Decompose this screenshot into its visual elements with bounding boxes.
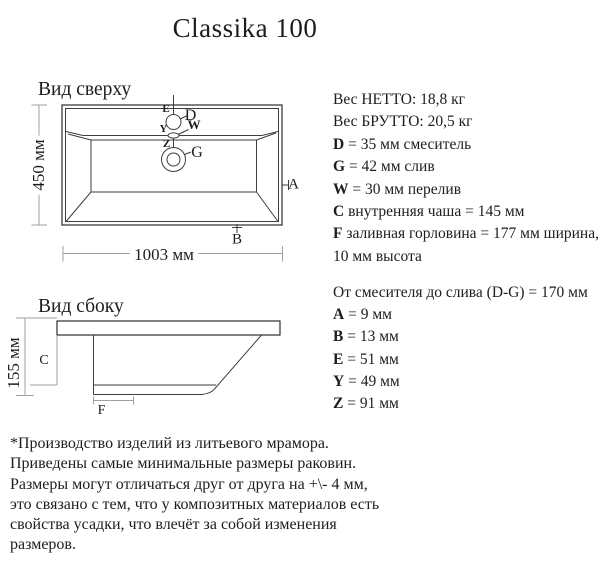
spec-line: Y = 49 мм bbox=[333, 372, 400, 390]
mark-f-label: F bbox=[97, 402, 106, 418]
top-view-width-dimension: 1003 мм bbox=[130, 245, 198, 265]
mark-b-label: B bbox=[231, 231, 243, 247]
spec-line: Вес НЕТТО: 18,8 кг bbox=[333, 91, 466, 108]
footnote: *Производство изделий из литьевого мрамо… bbox=[10, 435, 380, 554]
spec-line: G = 42 мм слив bbox=[333, 158, 435, 176]
side-view-label: Вид сбоку bbox=[38, 296, 124, 317]
top-view-label: Вид сверху bbox=[38, 79, 132, 100]
specs-primary-list: Вес НЕТТО: 18,8 кг Вес БРУТТО: 20,5 кг D… bbox=[333, 89, 599, 268]
spec-line: От смесителя до слива (D-G) = 170 мм bbox=[333, 284, 588, 301]
mark-z-label: Z bbox=[162, 137, 171, 150]
mark-d-label: D bbox=[184, 106, 197, 124]
spec-line: C внутренняя чаша = 145 мм bbox=[333, 203, 525, 221]
top-view-drawing bbox=[31, 95, 289, 262]
mark-c-label: C bbox=[39, 353, 49, 368]
spec-line: 10 мм высота bbox=[333, 247, 422, 265]
mark-w-label: W bbox=[187, 117, 201, 132]
spec-line: W = 30 мм перелив bbox=[333, 180, 462, 198]
spec-line: A = 9 мм bbox=[333, 306, 392, 324]
spec-line: Вес БРУТТО: 20,5 кг bbox=[333, 113, 473, 131]
page-title: Classika 100 bbox=[172, 13, 318, 43]
specs-secondary-list: От смесителя до слива (D-G) = 170 мм A =… bbox=[333, 282, 588, 415]
side-view-drawing bbox=[16, 317, 281, 405]
mark-e-label: E bbox=[162, 102, 170, 115]
side-view-height-dimension: 155 мм bbox=[3, 337, 24, 389]
spec-line: F заливная горловина = 177 мм ширина, bbox=[333, 225, 599, 243]
top-view-height-dimension: 450 мм bbox=[28, 135, 49, 195]
spec-line: Z = 91 мм bbox=[333, 395, 399, 413]
spec-line: B = 13 мм bbox=[333, 328, 399, 346]
spec-line: E = 51 мм bbox=[333, 350, 399, 368]
mark-a-label: A bbox=[288, 176, 299, 193]
mark-g-label: G bbox=[191, 143, 203, 161]
mark-y-label: Y bbox=[159, 123, 168, 135]
spec-line: D = 35 мм смеситель bbox=[333, 135, 472, 153]
